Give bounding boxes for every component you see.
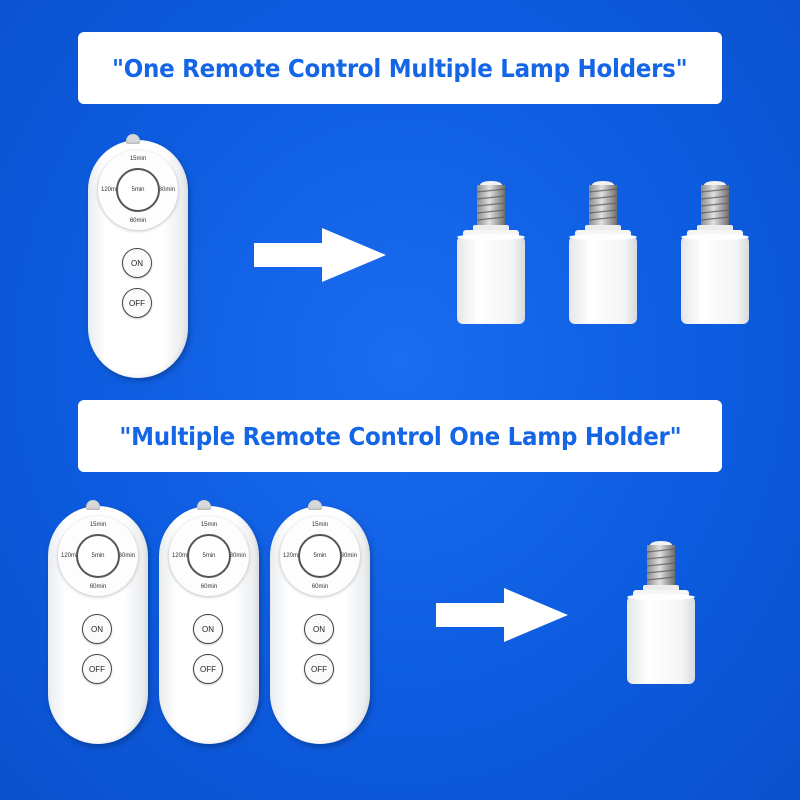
timer-120min-label: 120min [61,553,81,559]
led-indicator-icon [86,500,100,510]
timer-5min-button[interactable]: 5min [76,534,120,578]
timer-60min-label: 60min [311,584,329,590]
off-button[interactable]: OFF [122,288,152,318]
timer-30min-label: 30min [229,553,246,559]
off-button-label: OFF [311,664,327,674]
led-indicator-icon [126,134,140,144]
timer-120min-label: 120min [172,553,192,559]
lamp-holder-icon [447,180,535,333]
timer-15min-label: 15min [200,522,218,528]
off-button-label: OFF [89,664,105,674]
remote-control-bottom-3: 15min 120min 30min 60min 5min ON OFF [270,500,370,744]
off-button[interactable]: OFF [193,654,223,684]
banner-title-top: "One Remote Control Multiple Lamp Holder… [112,53,688,83]
arrow-right-icon [436,588,568,642]
timer-dial[interactable]: 15min 120min 30min 60min 5min [169,516,249,596]
timer-5min-label: 5min [202,553,216,559]
on-button[interactable]: ON [193,614,223,644]
banner-multiple-remotes-one-holder: "Multiple Remote Control One Lamp Holder… [78,400,722,472]
arrow-right-icon [254,228,386,282]
led-indicator-icon [197,500,211,510]
timer-30min-label: 30min [158,187,175,193]
off-button-label: OFF [200,664,216,674]
on-button-label: ON [131,258,143,268]
remote-control-bottom-2: 15min 120min 30min 60min 5min ON OFF [159,500,259,744]
timer-5min-label: 5min [313,553,327,559]
timer-5min-button[interactable]: 5min [116,168,160,212]
timer-15min-label: 15min [89,522,107,528]
timer-dial[interactable]: 15min 120min 30min 60min 5min [58,516,138,596]
timer-60min-label: 60min [129,218,147,224]
timer-dial[interactable]: 15min 120min 30min 60min 5min [280,516,360,596]
timer-dial[interactable]: 15min 120min 30min 60min 5min [98,150,178,230]
on-button-label: ON [313,624,325,634]
timer-60min-label: 60min [89,584,107,590]
on-button[interactable]: ON [82,614,112,644]
timer-15min-label: 15min [311,522,329,528]
on-button[interactable]: ON [304,614,334,644]
on-button-label: ON [202,624,214,634]
off-button[interactable]: OFF [304,654,334,684]
banner-title-bottom: "Multiple Remote Control One Lamp Holder… [119,421,681,451]
lamp-holder-icon [671,180,759,333]
timer-5min-label: 5min [131,187,145,193]
off-button-label: OFF [129,298,145,308]
timer-5min-button[interactable]: 5min [187,534,231,578]
lamp-holder-icon [559,180,647,333]
timer-5min-label: 5min [91,553,105,559]
lamp-holder-icon [617,540,705,693]
led-indicator-icon [308,500,322,510]
timer-120min-label: 120min [283,553,303,559]
timer-60min-label: 60min [200,584,218,590]
on-button[interactable]: ON [122,248,152,278]
remote-control-bottom-1: 15min 120min 30min 60min 5min ON OFF [48,500,148,744]
off-button[interactable]: OFF [82,654,112,684]
timer-30min-label: 30min [340,553,357,559]
remote-control-top: 15min 120min 30min 60min 5min ON OFF [88,134,188,378]
banner-one-remote-multiple-holders: "One Remote Control Multiple Lamp Holder… [78,32,722,104]
on-button-label: ON [91,624,103,634]
timer-30min-label: 30min [118,553,135,559]
timer-120min-label: 120min [101,187,121,193]
timer-15min-label: 15min [129,156,147,162]
timer-5min-button[interactable]: 5min [298,534,342,578]
